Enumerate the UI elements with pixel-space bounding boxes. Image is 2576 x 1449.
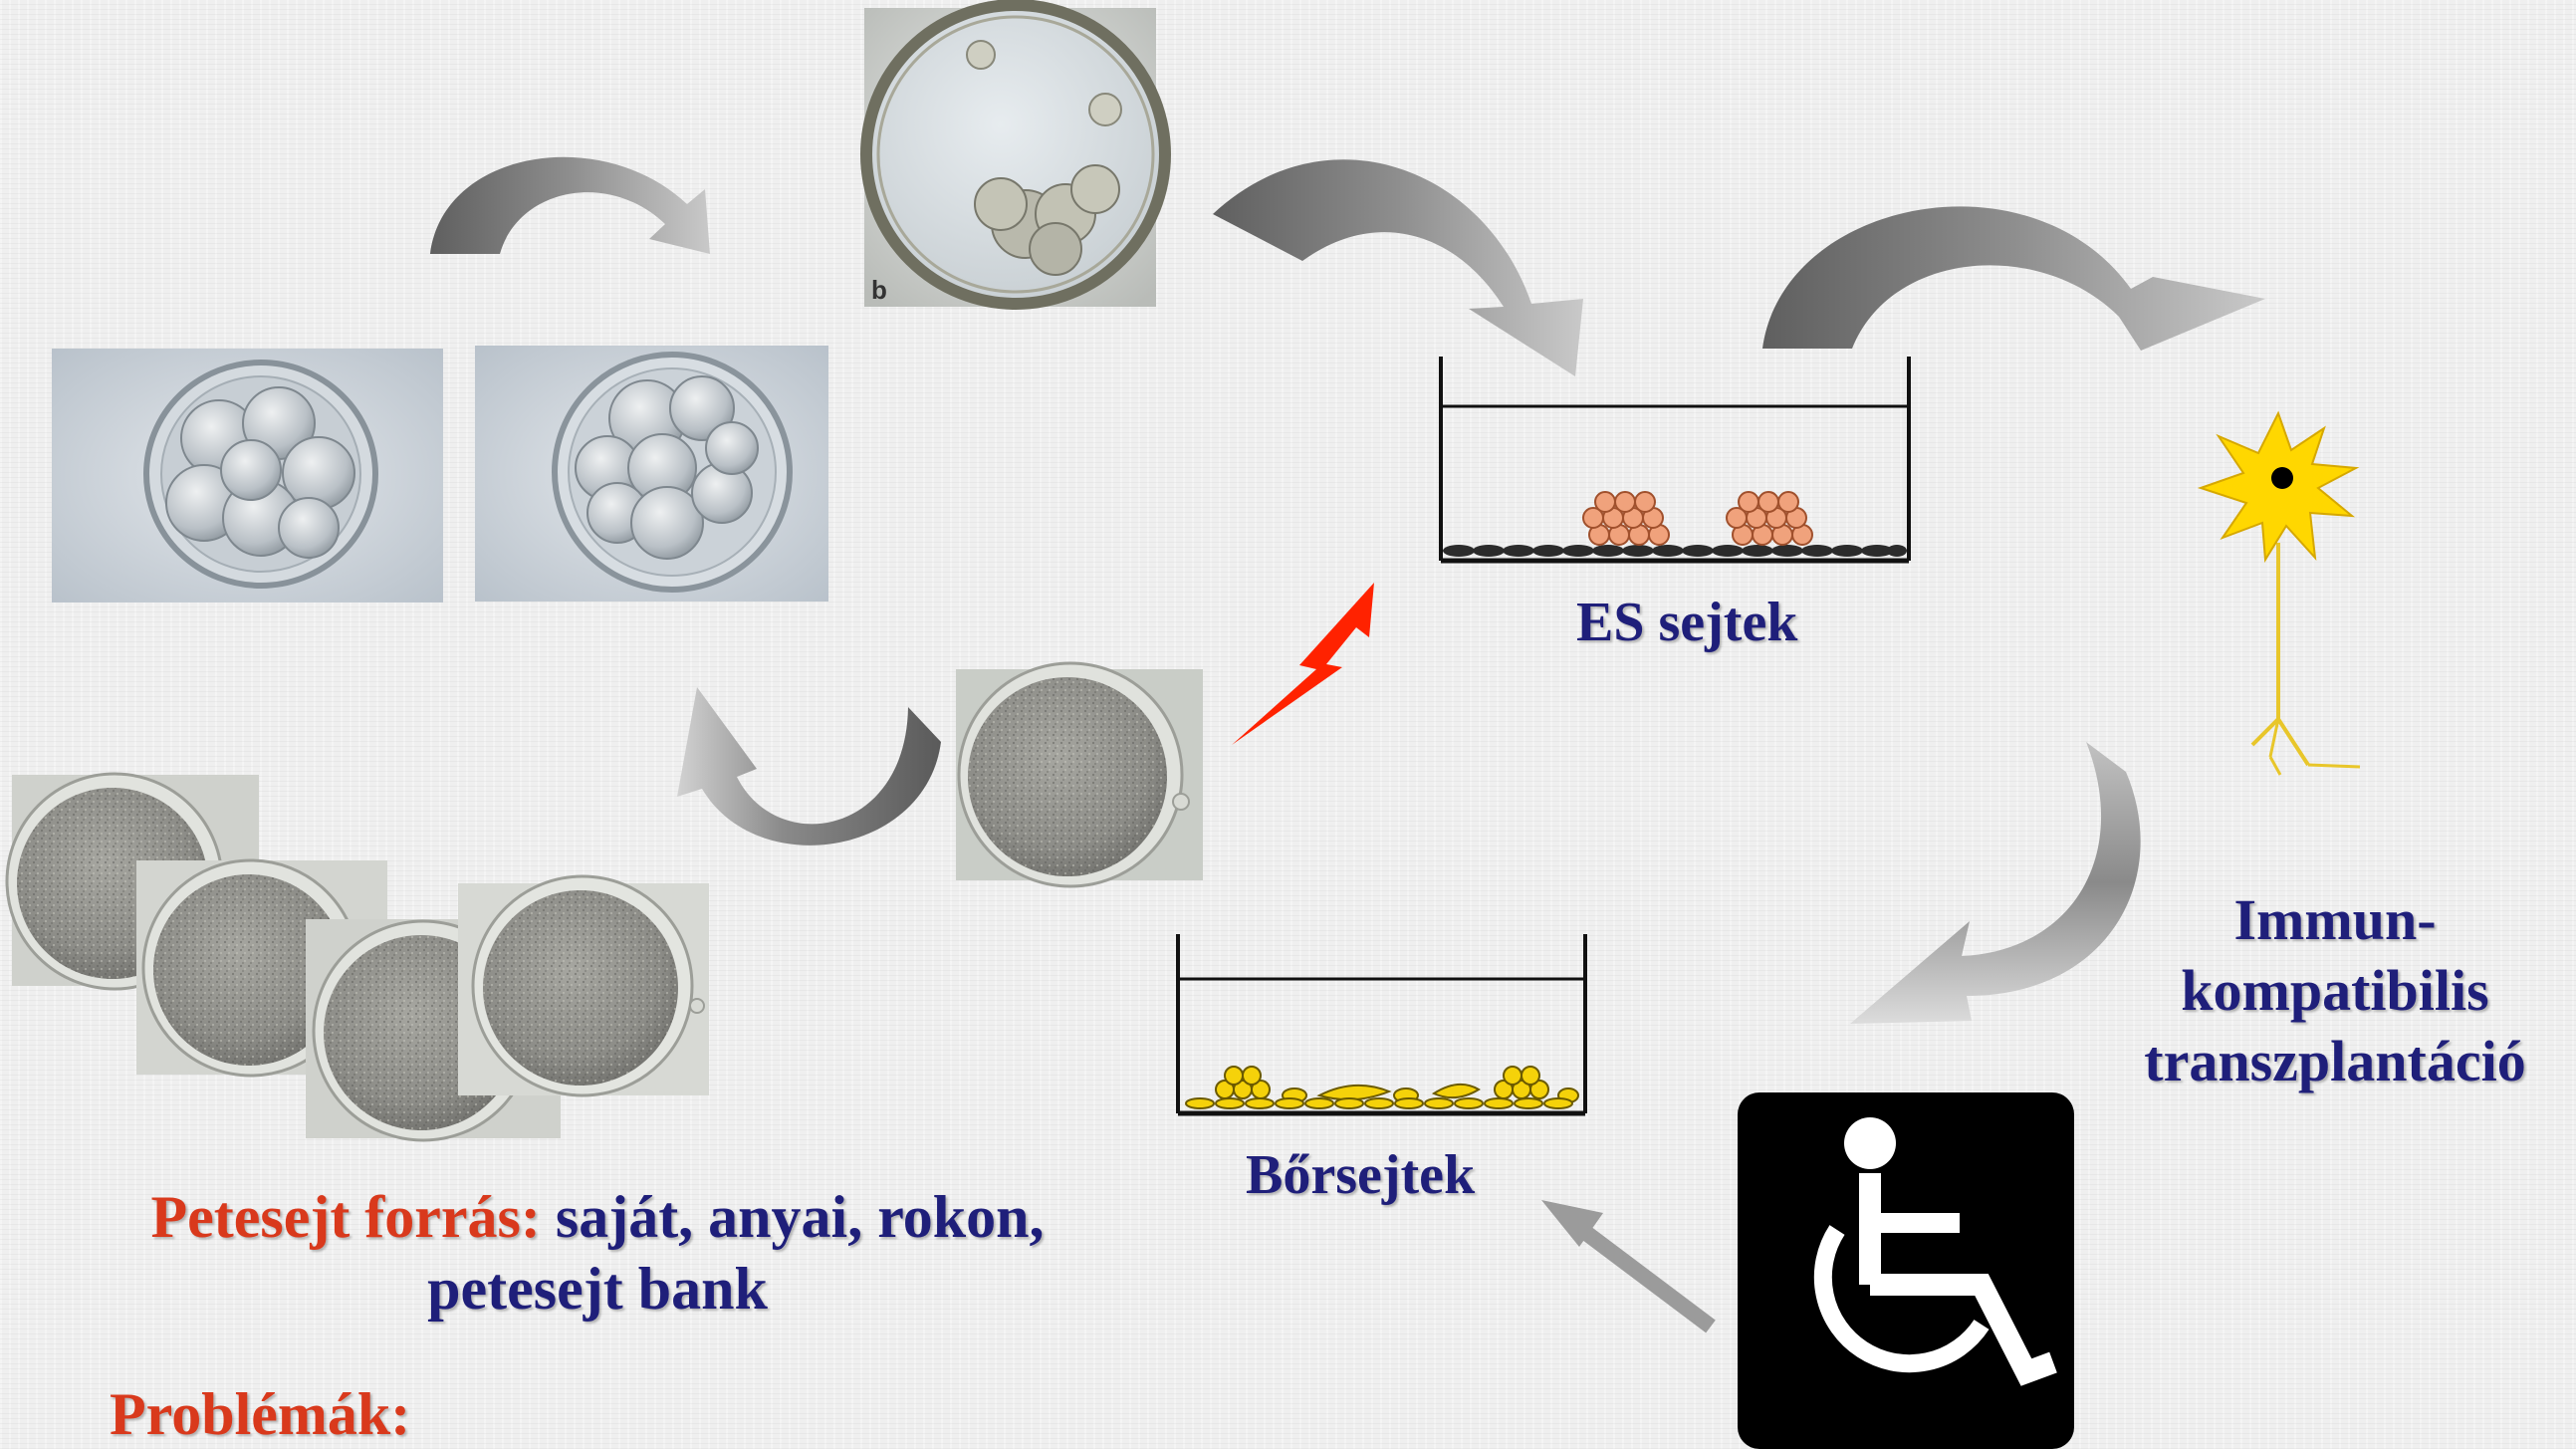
skin-cell-layer — [1186, 1067, 1578, 1108]
es-cells-label: ES sejtek — [1576, 591, 1797, 654]
wheelchair-icon — [1738, 1092, 2074, 1449]
blastocyst-micrograph: b — [864, 5, 1165, 307]
oocyte-source-options: saját, anyai, rokon, — [556, 1184, 1045, 1250]
oocyte-stack-4 — [458, 876, 709, 1095]
embryo-micrograph-8cell-left — [52, 349, 443, 603]
neuron-cell-icon — [2201, 413, 2360, 775]
feeder-cell-layer — [1443, 545, 1907, 557]
immunocompatible-transplantation-label: Immun- kompatibilis transzplantáció — [2111, 884, 2559, 1096]
immuno-line-3: transzplantáció — [2111, 1026, 2559, 1096]
micrograph-panel-letter: b — [871, 275, 887, 305]
curved-arrow-blastocyst-to-es-cells — [1213, 159, 1583, 376]
lightning-icon — [1232, 583, 1374, 745]
curved-arrow-es-cells-to-neuron — [1762, 206, 2265, 351]
enucleated-oocyte-micrograph — [956, 663, 1203, 886]
curved-arrow-oocyte-to-embryo — [677, 687, 941, 845]
problems-heading: Problémák: — [110, 1380, 410, 1449]
curved-arrow-neuron-to-patient — [1850, 742, 2141, 1024]
oocyte-source-line-1: Petesejt forrás: saját, anyai, rokon, — [100, 1181, 1095, 1253]
immuno-line-1: Immun- — [2111, 884, 2559, 955]
es-cell-colony-right — [1727, 492, 1812, 545]
es-cells-culture-dish — [1441, 357, 1909, 561]
oocyte-source-line-2: petesejt bank — [100, 1253, 1095, 1325]
curved-arrow-embryo-to-blastocyst — [430, 157, 710, 254]
skin-cells-label: Bőrsejtek — [1246, 1143, 1475, 1207]
oocyte-source-text: Petesejt forrás: saját, anyai, rokon, pe… — [100, 1181, 1095, 1325]
skin-cells-culture-dish — [1178, 934, 1585, 1113]
embryo-micrograph-8cell-right — [475, 346, 828, 602]
straight-arrow-patient-to-skin-cells — [1541, 1200, 1711, 1327]
immuno-line-2: kompatibilis — [2111, 955, 2559, 1026]
oocyte-source-prefix: Petesejt forrás: — [150, 1184, 540, 1250]
es-cell-colony-left — [1583, 492, 1669, 545]
